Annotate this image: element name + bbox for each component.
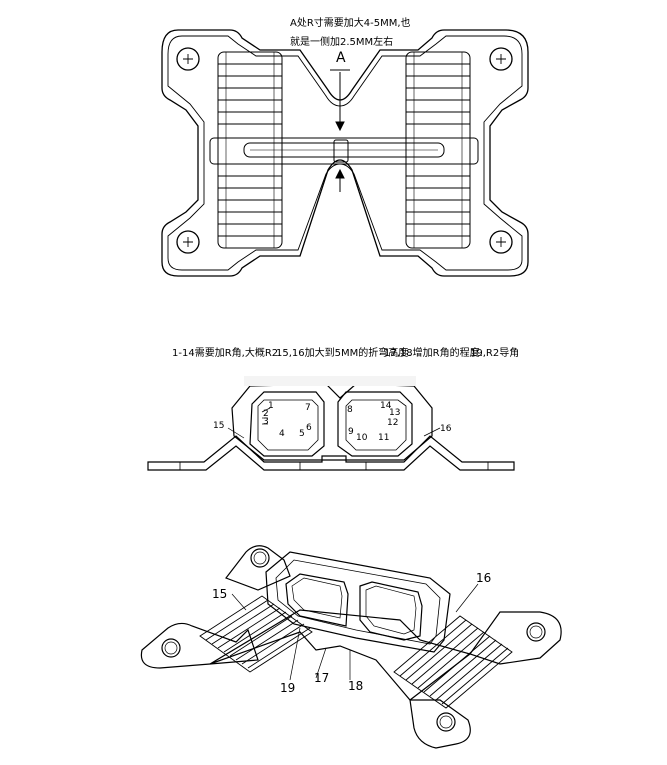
middle-note-1: 1-14需要加R角,大概R2.: [172, 348, 282, 359]
callout-13: 13: [389, 408, 400, 418]
callout-16: 16: [440, 424, 452, 434]
isometric-view: [140, 545, 562, 749]
middle-note-3: 17,18增加R角的程度.: [384, 348, 483, 359]
leader-lines-iso: [231, 583, 479, 681]
callout-10: 10: [356, 433, 368, 443]
iso-callout-15: 15: [212, 587, 227, 601]
screw-hole-top-right: [489, 47, 513, 71]
leader-lines-middle: [227, 407, 441, 439]
middle-note-4: 19,R2导角: [470, 348, 520, 359]
iso-fins-right: [393, 615, 513, 709]
top-note-line-1: A处R寸需要加大4-5MM,也: [290, 18, 411, 29]
iso-callout-16: 16: [476, 571, 491, 585]
bracket-inner-outline: [167, 35, 523, 271]
iso-callout-19: 19: [280, 681, 295, 695]
right-arm: [469, 611, 562, 665]
bracket-outline: [161, 29, 529, 277]
right-window: [337, 391, 413, 457]
iso-right-window: [359, 581, 423, 641]
callout-2: 2: [263, 409, 269, 419]
callout-4: 4: [279, 429, 285, 439]
raised-frame: [265, 551, 451, 653]
section-arrow-a: [330, 69, 350, 192]
callout-14: 14: [380, 401, 392, 411]
middle-callouts: 1 2 3 4 5 6 7 8 9 10 11 12 13 14 15 16: [213, 401, 452, 443]
iso-callouts: 15 16 17 18 19: [212, 571, 491, 695]
callout-8: 8: [347, 405, 353, 415]
left-window: [249, 391, 325, 457]
screw-hole-bottom-right: [489, 230, 513, 254]
callout-11: 11: [378, 433, 389, 443]
callout-15: 15: [213, 421, 224, 431]
callout-7: 7: [305, 403, 311, 413]
base-flange: [147, 435, 515, 471]
top-note-line-2: 就是一侧加2.5MM左右: [290, 37, 394, 48]
body-outline: [231, 383, 433, 461]
left-arm: [140, 622, 259, 669]
center-bar: [209, 137, 479, 165]
iso-callout-18: 18: [348, 679, 363, 693]
iso-callout-17: 17: [314, 671, 329, 685]
front-right-arm: [409, 699, 471, 749]
callout-12: 12: [387, 418, 398, 428]
screw-hole-bottom-left: [176, 230, 200, 254]
section-label-a: A: [336, 50, 346, 66]
iso-left-window: [285, 573, 349, 627]
callout-9: 9: [348, 427, 354, 437]
callout-1: 1: [268, 401, 274, 411]
screw-hole-top-left: [176, 47, 200, 71]
callout-3: 3: [263, 417, 269, 427]
iso-fins-left: [199, 595, 313, 673]
callout-5: 5: [299, 429, 305, 439]
back-left-arm: [225, 545, 291, 591]
middle-view: [147, 376, 515, 471]
middle-note-2: 15,16加大到5MM的折弯高度.: [276, 348, 412, 359]
top-view: [161, 29, 529, 277]
callout-6: 6: [306, 423, 312, 433]
